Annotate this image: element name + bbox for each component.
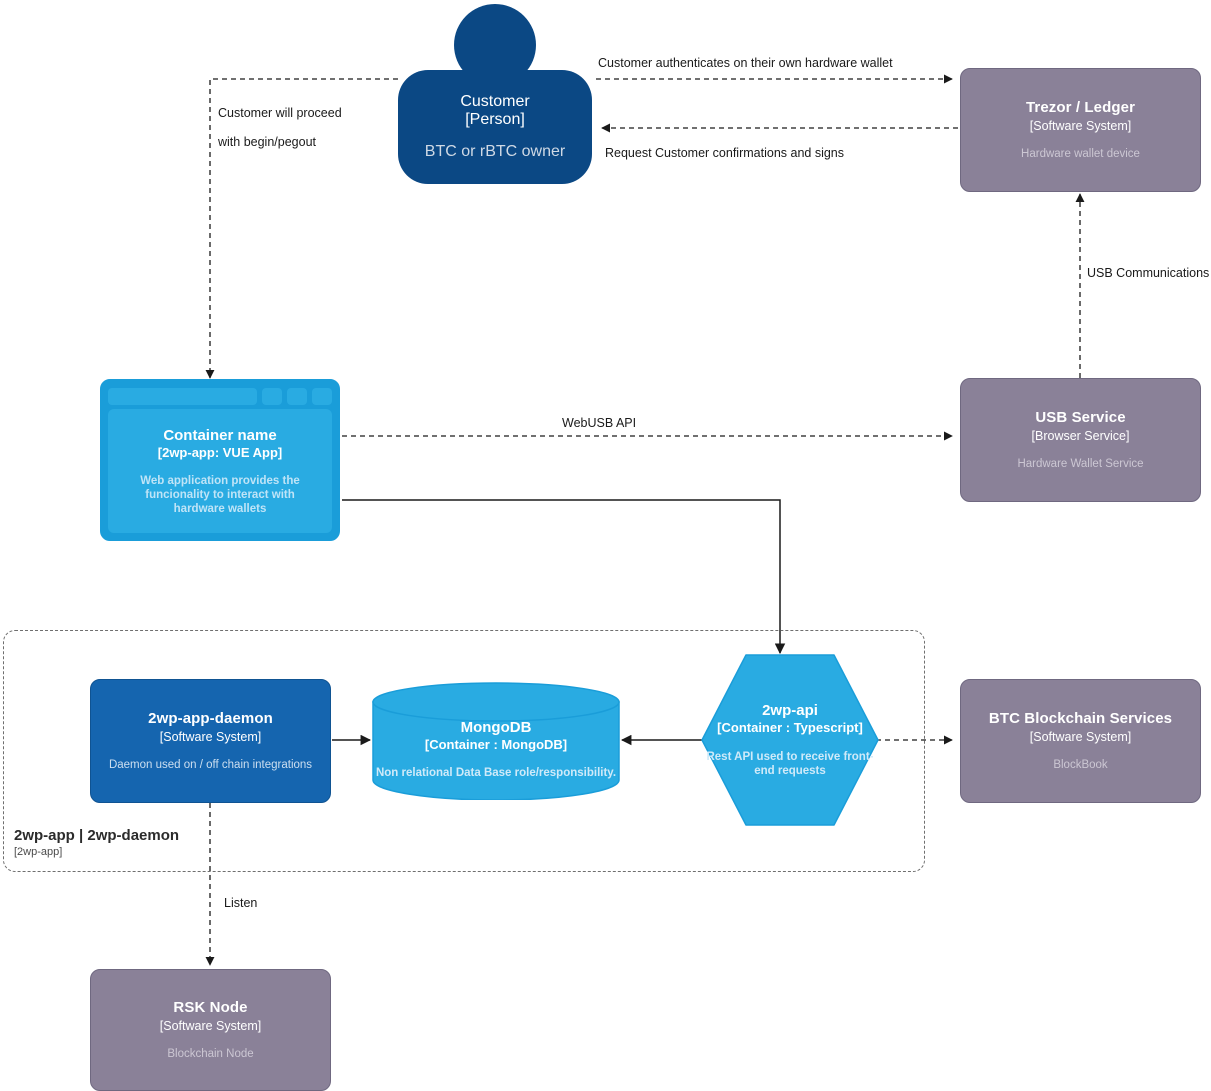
usb-service-description: Hardware Wallet Service [1017,458,1144,470]
container-name-type: [2wp-app: VUE App] [157,444,283,460]
customer-type: [Person] [465,111,525,128]
daemon-title: 2wp-app-daemon [148,710,273,727]
trezor-type: [Software System] [1029,119,1132,133]
trezor-title: Trezor / Ledger [1025,99,1136,116]
node-customer[interactable]: Customer [Person] BTC or rBTC owner [398,4,592,184]
node-mongodb[interactable]: MongoDB [Container : MongoDB] Non relati… [372,682,620,800]
2wp-api-title: 2wp-api [762,702,818,719]
usb-service-type: [Browser Service] [1031,429,1130,443]
node-2wp-app-daemon[interactable]: 2wp-app-daemon [Software System] Daemon … [90,679,331,803]
mongodb-text: MongoDB [Container : MongoDB] Non relati… [372,712,620,786]
boundary-tech: [2wp-app] [14,846,63,858]
trezor-description: Hardware wallet device [1021,148,1140,160]
container-name-description: Web application provides the funcionalit… [140,474,300,515]
edge-label-webusb-api: WebUSB API [562,416,637,430]
mongodb-title: MongoDB [460,719,532,736]
daemon-description: Daemon used on / off chain integrations [108,759,313,771]
rsk-type: [Software System] [159,1019,262,1033]
rsk-description: Blockchain Node [167,1048,254,1060]
mongodb-type: [Container : MongoDB] [424,737,568,752]
browser-button-1[interactable] [262,388,282,405]
customer-title: Customer [460,93,530,110]
usb-service-title: USB Service [1035,409,1126,426]
boundary-name: 2wp-app | 2wp-daemon [14,827,180,844]
daemon-type: [Software System] [159,730,262,744]
btc-title: BTC Blockchain Services [988,710,1173,727]
node-rsk-node[interactable]: RSK Node [Software System] Blockchain No… [90,969,331,1091]
rsk-title: RSK Node [173,999,248,1016]
node-container-name[interactable]: Container name [2wp-app: VUE App] Web ap… [100,379,340,541]
edge-label-customer-to-container-2: with begin/pegout [218,135,316,149]
edge-label-customer-to-container-1: Customer will proceed [218,106,342,120]
browser-button-2[interactable] [287,388,307,405]
edge-customer-to-container [205,78,398,379]
2wp-api-text: 2wp-api [Container : Typescript] Rest AP… [700,653,880,827]
node-usb-service[interactable]: USB Service [Browser Service] Hardware W… [960,378,1201,502]
node-btc-blockchain-services[interactable]: BTC Blockchain Services [Software System… [960,679,1201,803]
boundary-label: 2wp-app | 2wp-daemon [2wp-app] [10,826,184,859]
person-body: Customer [Person] BTC or rBTC owner [398,70,592,184]
edge-label-usb-communications: USB Communications [1087,266,1210,280]
browser-button-3[interactable] [312,388,332,405]
node-2wp-api[interactable]: 2wp-api [Container : Typescript] Rest AP… [700,653,880,827]
btc-description: BlockBook [1053,759,1108,771]
node-trezor-ledger[interactable]: Trezor / Ledger [Software System] Hardwa… [960,68,1201,192]
edge-label-listen: Listen [224,896,258,910]
browser-content: Container name [2wp-app: VUE App] Web ap… [108,409,332,533]
container-name-title: Container name [163,426,277,444]
browser-title-bar [108,387,332,409]
edge-label-customer-to-trezor: Customer authenticates on their own hard… [598,56,893,70]
mongodb-description: Non relational Data Base role/responsibi… [375,767,617,779]
2wp-api-description: Rest API used to receive front-end reque… [706,751,874,777]
edge-label-trezor-to-customer: Request Customer confirmations and signs [605,146,845,160]
customer-description: BTC or rBTC owner [424,143,566,160]
2wp-api-type: [Container : Typescript] [717,720,863,735]
cylinder-shape [372,682,620,800]
browser-url-bar[interactable] [108,388,257,405]
btc-type: [Software System] [1029,730,1132,744]
